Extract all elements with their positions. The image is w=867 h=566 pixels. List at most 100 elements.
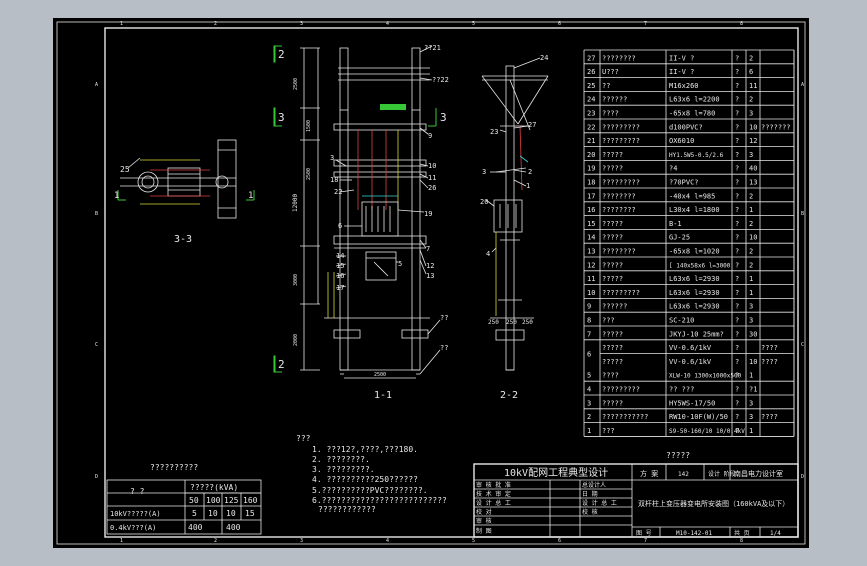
tb-label: 校 核 bbox=[582, 508, 598, 516]
capacity-row-label: 0.4kV???(A) bbox=[110, 524, 156, 532]
bom-qty: 2 bbox=[749, 192, 753, 200]
bom-unit: ? bbox=[735, 289, 739, 297]
bom-name: U??? bbox=[602, 68, 619, 76]
bom-no: 17 bbox=[587, 192, 595, 200]
bom-qty: 3 bbox=[749, 303, 753, 311]
row-mark: C bbox=[95, 342, 98, 348]
bom-unit: ? bbox=[735, 317, 739, 325]
bom-qty: 3 bbox=[749, 110, 753, 118]
callout: 4 bbox=[486, 250, 490, 258]
callout: 16 bbox=[336, 272, 344, 280]
section-mark: 2 bbox=[278, 358, 285, 371]
bom-no: 24 bbox=[587, 96, 595, 104]
kva-value: 125 bbox=[224, 496, 239, 505]
bom-note: ???? bbox=[761, 413, 778, 421]
col-mark: 2 bbox=[214, 21, 217, 27]
bom-unit: ? bbox=[735, 261, 739, 269]
col-mark: 8 bbox=[740, 538, 743, 544]
kva-value: 100 bbox=[206, 496, 221, 505]
row-marks: A B C D A B C D bbox=[95, 82, 804, 480]
bom-spec: S9-50-160/10 10/0.4kV bbox=[669, 428, 745, 435]
bom-spec: II-V ? bbox=[669, 68, 694, 76]
dim-label: 250 bbox=[506, 319, 517, 326]
bom-no: 5 bbox=[587, 372, 591, 380]
dim-label: 2500 bbox=[293, 78, 299, 90]
bom-no: 11 bbox=[587, 275, 595, 283]
callout: ??21 bbox=[424, 44, 441, 52]
capacity-table: ?????????? ? ? ?????(kVA) 50 100 125 160… bbox=[106, 463, 262, 535]
bom-spec: L63x6 l=2930 bbox=[669, 275, 720, 283]
bom-name: ??????????? bbox=[602, 413, 648, 421]
bom-note: ??????? bbox=[761, 123, 791, 131]
note-line: 4. ??????????250?????? bbox=[312, 475, 418, 484]
bom-unit: ? bbox=[735, 54, 739, 62]
bom-spec: ?70PVC? bbox=[669, 179, 699, 187]
bom-unit: ? bbox=[735, 137, 739, 145]
callout: 2 bbox=[528, 168, 532, 176]
bom-spec: L63x6 l=2930 bbox=[669, 303, 720, 311]
bom-spec: [ 140x58x6 l=3000 bbox=[669, 262, 731, 269]
dim-label: 2000 bbox=[293, 334, 299, 346]
bom-unit: ? bbox=[735, 248, 739, 256]
bom-qty: ?1 bbox=[749, 386, 757, 394]
bom-no: 14 bbox=[587, 234, 595, 242]
row-mark: A bbox=[95, 82, 98, 88]
col-mark: 2 bbox=[214, 538, 217, 544]
bom-spec: XLW-10 1300x1000x500 bbox=[669, 373, 742, 380]
bom-name: ???? bbox=[602, 110, 619, 118]
bom-spec: -40x4 l=985 bbox=[669, 192, 715, 200]
capacity-header: ?????(kVA) bbox=[190, 483, 238, 492]
row-mark: D bbox=[95, 474, 98, 480]
bom-no: 26 bbox=[587, 68, 595, 76]
bom-qty: 2 bbox=[749, 96, 753, 104]
bom-qty: 1 bbox=[749, 289, 753, 297]
bom-qty: 1 bbox=[749, 427, 753, 435]
org-title: 10kV配网工程典型设计 bbox=[504, 466, 608, 479]
bom-qty: 3 bbox=[749, 413, 753, 421]
callout: 15 bbox=[336, 262, 344, 270]
bom-spec: L63x6 l=2200 bbox=[669, 96, 720, 104]
bom-name: ????? bbox=[602, 399, 623, 407]
bom-name: ????????? bbox=[602, 289, 640, 297]
dim-label: 12000 bbox=[292, 194, 299, 212]
capacity-header: ? ? bbox=[130, 487, 145, 496]
callout: 1 bbox=[526, 182, 530, 190]
bom-name: ????? bbox=[602, 234, 623, 242]
bom-unit: ? bbox=[735, 386, 739, 394]
bom-spec: L30x4 l=1800 bbox=[669, 206, 720, 214]
col-mark: 1 bbox=[120, 21, 123, 27]
bom-spec: -65x8 l=1020 bbox=[669, 248, 720, 256]
callout: 13 bbox=[426, 272, 434, 280]
bom-qty: 11 bbox=[749, 82, 757, 90]
bom-qty: 10 bbox=[749, 358, 757, 366]
capacity-cell: 15 bbox=[245, 509, 255, 518]
col-mark: 4 bbox=[386, 21, 389, 27]
capacity-cell: 400 bbox=[188, 523, 203, 532]
callout: 5 bbox=[398, 260, 402, 268]
bom-unit: ? bbox=[735, 358, 739, 366]
capacity-cell: 400 bbox=[226, 523, 241, 532]
note-line: 2. ????????. bbox=[312, 455, 370, 464]
bom-spec: GJ-25 bbox=[669, 234, 690, 242]
bom-qty: 2 bbox=[749, 54, 753, 62]
bom-unit: ? bbox=[735, 165, 739, 173]
bom-unit: ? bbox=[735, 234, 739, 242]
note-line: 6.?????????????????????????? bbox=[312, 496, 447, 505]
bom-no: 4 bbox=[587, 386, 591, 394]
dim-label: 3000 bbox=[293, 274, 299, 286]
bom-unit: ? bbox=[735, 372, 739, 380]
section-mark: 2 bbox=[278, 48, 285, 61]
footer-label: 图 号 bbox=[636, 530, 652, 537]
bom-unit: ? bbox=[735, 399, 739, 407]
col-mark: 5 bbox=[472, 21, 475, 27]
footer-no: M10-142-01 bbox=[676, 530, 713, 537]
bom-unit: ? bbox=[735, 68, 739, 76]
bom-unit: ? bbox=[735, 151, 739, 159]
bom-name: ????? bbox=[602, 151, 623, 159]
bom-unit: ? bbox=[735, 82, 739, 90]
callout: 26 bbox=[428, 184, 436, 192]
callout: 20 bbox=[480, 198, 488, 206]
row-mark: A bbox=[801, 82, 804, 88]
callout: ?? bbox=[440, 314, 448, 322]
